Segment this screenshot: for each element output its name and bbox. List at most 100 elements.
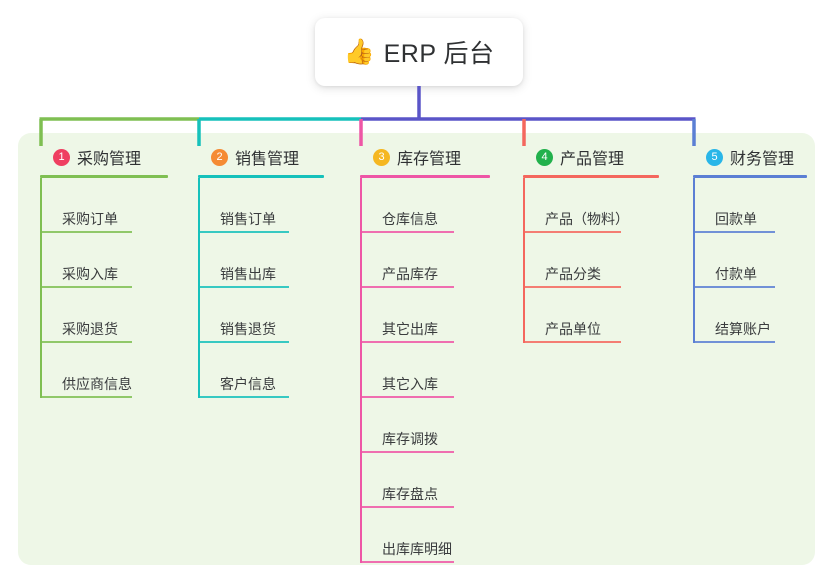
leaf-node[interactable]: 销售订单 — [198, 178, 324, 233]
leaf-rule — [360, 231, 454, 233]
leaf-rule — [360, 341, 454, 343]
column-3: 3 库存管理仓库信息产品库存其它出库其它入库库存调拨库存盘点出库库明细 — [360, 144, 490, 563]
column-body-2: 销售订单销售出库销售退货客户信息 — [198, 178, 324, 398]
leaf-rule — [523, 231, 621, 233]
leaf-rule — [360, 286, 454, 288]
leaf-label: 采购订单 — [62, 210, 118, 227]
leaf-node[interactable]: 出库库明细 — [360, 508, 490, 563]
leaf-label: 其它出库 — [382, 320, 438, 337]
column-header-3[interactable]: 3 库存管理 — [360, 144, 490, 170]
leaf-label: 付款单 — [715, 265, 757, 282]
column-badge-5: 5 — [706, 148, 723, 166]
column-body-5: 回款单付款单结算账户 — [693, 178, 807, 343]
leaf-node[interactable]: 采购订单 — [40, 178, 168, 233]
leaf-label: 出库库明细 — [382, 540, 452, 557]
leaf-node[interactable]: 产品单位 — [523, 288, 659, 343]
column-rule-5 — [693, 175, 807, 178]
leaf-rule — [40, 396, 132, 398]
column-title-3: 库存管理 — [397, 151, 462, 168]
column-stem-5 — [693, 178, 695, 343]
leaf-rule — [40, 231, 132, 233]
column-badge-2: 2 — [211, 148, 228, 166]
leaf-node[interactable]: 其它入库 — [360, 343, 490, 398]
column-2: 2 销售管理销售订单销售出库销售退货客户信息 — [198, 144, 324, 398]
leaf-label: 结算账户 — [715, 320, 771, 337]
column-stem-4 — [523, 178, 525, 343]
leaf-rule — [198, 341, 289, 343]
column-header-5[interactable]: 5 财务管理 — [693, 144, 807, 170]
leaf-node[interactable]: 供应商信息 — [40, 343, 168, 398]
column-4: 4 产品管理产品（物料） 产品分类产品单位 — [523, 144, 659, 343]
column-rule-4 — [523, 175, 659, 178]
leaf-rule — [360, 396, 454, 398]
leaf-rule — [360, 451, 454, 453]
leaf-rule — [198, 396, 289, 398]
leaf-label: 库存盘点 — [382, 485, 438, 502]
leaf-node[interactable]: 库存盘点 — [360, 453, 490, 508]
leaf-label: 客户信息 — [220, 375, 276, 392]
leaf-node[interactable]: 产品（物料） — [523, 178, 659, 233]
leaf-node[interactable]: 回款单 — [693, 178, 807, 233]
thumbs-up-icon: 👍 — [343, 37, 375, 66]
column-5: 5 财务管理回款单付款单结算账户 — [693, 144, 807, 343]
leaf-node[interactable]: 库存调拨 — [360, 398, 490, 453]
leaf-node[interactable]: 采购退货 — [40, 288, 168, 343]
leaf-rule — [523, 341, 621, 343]
leaf-label: 采购入库 — [62, 265, 118, 282]
column-badge-3: 3 — [373, 148, 390, 166]
column-body-3: 仓库信息产品库存其它出库其它入库库存调拨库存盘点出库库明细 — [360, 178, 490, 563]
column-title-1: 采购管理 — [77, 151, 142, 168]
column-body-4: 产品（物料） 产品分类产品单位 — [523, 178, 659, 343]
column-header-2[interactable]: 2 销售管理 — [198, 144, 324, 170]
leaf-node[interactable]: 销售退货 — [198, 288, 324, 343]
column-header-4[interactable]: 4 产品管理 — [523, 144, 659, 170]
column-title-5: 财务管理 — [730, 151, 795, 168]
column-rule-2 — [198, 175, 324, 178]
leaf-label: 库存调拨 — [382, 430, 438, 447]
leaf-rule — [40, 341, 132, 343]
leaf-label: 产品库存 — [382, 265, 438, 282]
leaf-label: 销售订单 — [220, 210, 276, 227]
column-title-2: 销售管理 — [235, 151, 300, 168]
leaf-label: 其它入库 — [382, 375, 438, 392]
column-body-1: 采购订单采购入库采购退货供应商信息 — [40, 178, 168, 398]
leaf-node[interactable]: 采购入库 — [40, 233, 168, 288]
leaf-node[interactable]: 销售出库 — [198, 233, 324, 288]
column-stem-3 — [360, 178, 362, 563]
column-stem-1 — [40, 178, 42, 398]
column-rule-1 — [40, 175, 168, 178]
leaf-rule — [40, 286, 132, 288]
leaf-rule — [360, 506, 454, 508]
column-1: 1 采购管理采购订单采购入库采购退货供应商信息 — [40, 144, 168, 398]
column-rule-3 — [360, 175, 490, 178]
leaf-node[interactable]: 其它出库 — [360, 288, 490, 343]
column-badge-4: 4 — [536, 148, 553, 166]
leaf-node[interactable]: 客户信息 — [198, 343, 324, 398]
leaf-label: 供应商信息 — [62, 375, 132, 392]
leaf-rule — [360, 561, 454, 563]
leaf-rule — [198, 286, 289, 288]
column-badge-1: 1 — [53, 148, 70, 166]
leaf-label: 采购退货 — [62, 320, 118, 337]
column-title-4: 产品管理 — [560, 151, 625, 168]
diagram-panel — [18, 133, 815, 565]
leaf-node[interactable]: 产品分类 — [523, 233, 659, 288]
leaf-rule — [693, 231, 775, 233]
leaf-node[interactable]: 产品库存 — [360, 233, 490, 288]
leaf-label: 产品分类 — [545, 265, 601, 282]
leaf-rule — [693, 341, 775, 343]
column-stem-2 — [198, 178, 200, 398]
leaf-label: 回款单 — [715, 210, 757, 227]
root-node-label: ERP 后台 — [383, 40, 495, 68]
leaf-rule — [523, 286, 621, 288]
leaf-node[interactable]: 付款单 — [693, 233, 807, 288]
column-header-1[interactable]: 1 采购管理 — [40, 144, 168, 170]
leaf-label: 销售出库 — [220, 265, 276, 282]
leaf-node[interactable]: 结算账户 — [693, 288, 807, 343]
leaf-label: 销售退货 — [220, 320, 276, 337]
root-node-card[interactable]: 👍 ERP 后台 — [315, 18, 523, 86]
leaf-node[interactable]: 仓库信息 — [360, 178, 490, 233]
leaf-rule — [198, 231, 289, 233]
leaf-label: 产品（物料） — [545, 210, 629, 227]
